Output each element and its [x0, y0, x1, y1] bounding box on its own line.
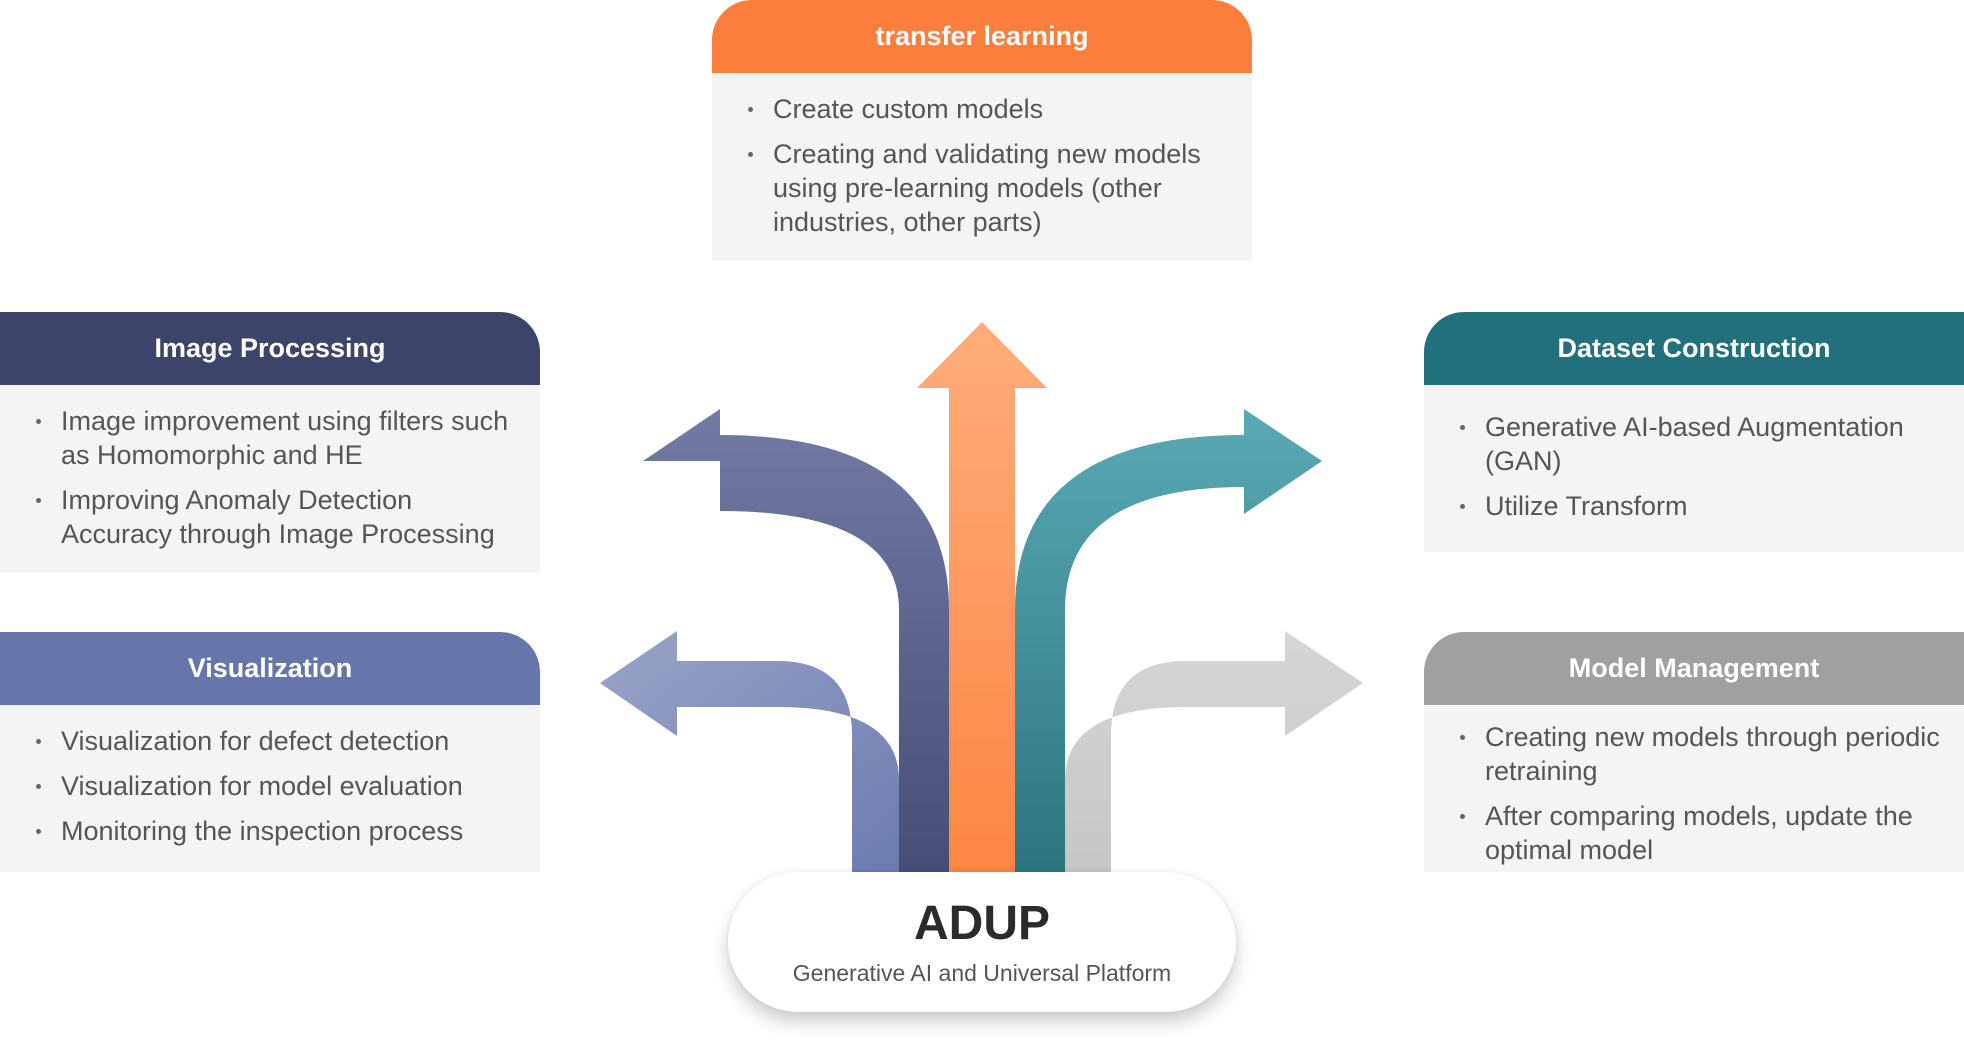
arrow-image-processing	[643, 409, 949, 872]
panel-header: Visualization	[0, 632, 540, 705]
panel-header: transfer learning	[712, 0, 1252, 73]
list-item: Monitoring the inspection process	[36, 814, 516, 848]
list-item: Utilize Transform	[1460, 489, 1940, 523]
list-item: Visualization for defect detection	[36, 724, 516, 758]
list-item: Creating and validating new models using…	[748, 137, 1228, 239]
panel-header: Image Processing	[0, 312, 540, 385]
panel-dataset-construction: Dataset Construction Generative AI-based…	[1424, 312, 1964, 552]
list-item: Image improvement using filters such as …	[36, 404, 516, 472]
list-item: Visualization for model evaluation	[36, 769, 516, 803]
panel-image-processing: Image Processing Image improvement using…	[0, 312, 540, 573]
list-item: Improving Anomaly Detection Accuracy thr…	[36, 483, 516, 551]
panel-body: Visualization for defect detection Visua…	[0, 705, 540, 872]
list-item: Generative AI-based Augmentation (GAN)	[1460, 410, 1940, 478]
panel-title: transfer learning	[875, 21, 1089, 51]
arrow-dataset-construction	[1015, 409, 1322, 872]
center-title: ADUP	[913, 897, 1050, 950]
panel-model-management: Model Management Creating new models thr…	[1424, 632, 1964, 872]
panel-body: Generative AI-based Augmentation (GAN) U…	[1424, 385, 1964, 552]
panel-title: Model Management	[1568, 653, 1820, 683]
panel-title: Visualization	[187, 653, 353, 683]
arrow-transfer-learning	[917, 322, 1047, 872]
arrow-visualization	[600, 631, 899, 872]
center-subtitle: Generative AI and Universal Platform	[792, 960, 1172, 986]
panel-header: Dataset Construction	[1424, 312, 1964, 385]
list-item: Creating new models through periodic ret…	[1460, 720, 1940, 788]
panel-title: Dataset Construction	[1557, 333, 1831, 363]
panel-header: Model Management	[1424, 632, 1964, 705]
arrow-model-management	[1065, 631, 1363, 872]
adup-platform-box: ADUP Generative AI and Universal Platfor…	[728, 872, 1236, 1012]
panel-body: Creating new models through periodic ret…	[1424, 705, 1964, 872]
list-item: Create custom models	[748, 92, 1228, 126]
panel-transfer-learning: transfer learning Create custom models C…	[712, 0, 1252, 261]
panel-title: Image Processing	[154, 333, 386, 363]
panel-body: Create custom models Creating and valida…	[712, 73, 1252, 261]
panel-body: Image improvement using filters such as …	[0, 385, 540, 573]
list-item: After comparing models, update the optim…	[1460, 799, 1940, 867]
panel-visualization: Visualization Visualization for defect d…	[0, 632, 540, 872]
